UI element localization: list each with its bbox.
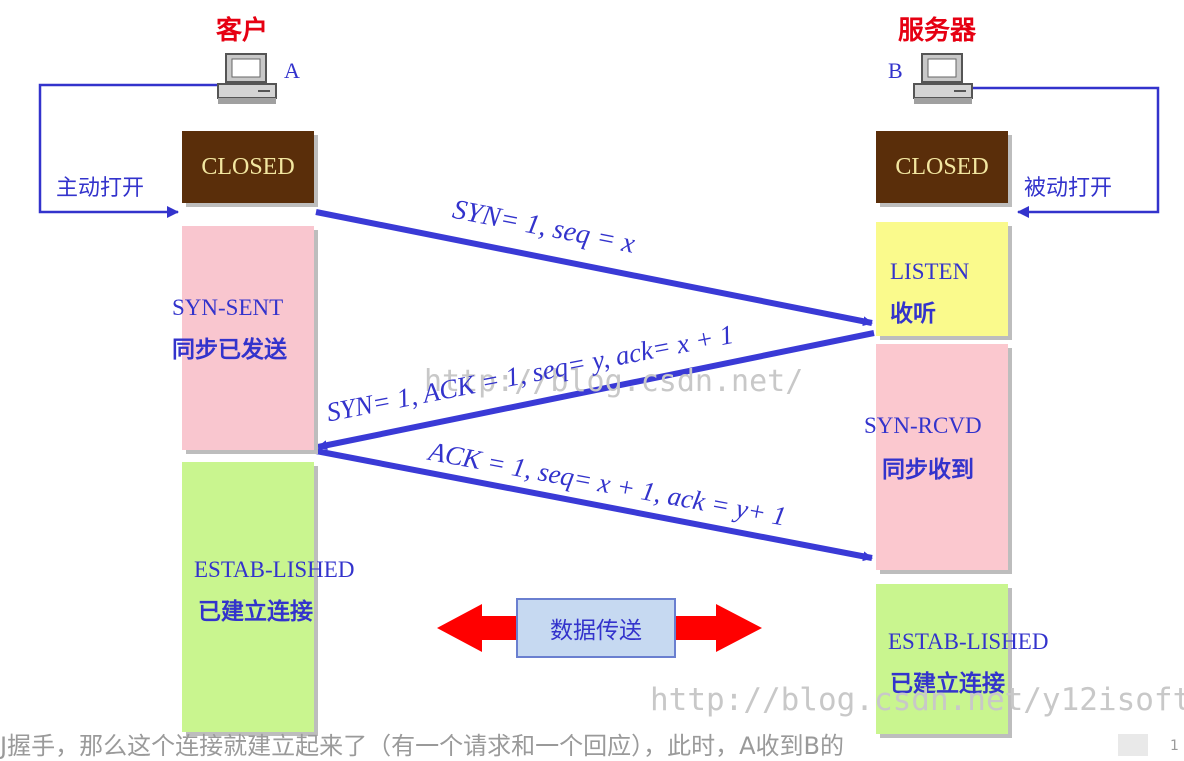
server-closed-state: CLOSED <box>876 131 1008 203</box>
client-closed-label: CLOSED <box>201 153 295 180</box>
client-title: 客户 <box>216 16 269 46</box>
server-listen-state: LISTEN 收听 <box>876 222 1008 336</box>
data-transfer-label: 数据传送 <box>550 618 642 644</box>
server-open-loop <box>972 86 1160 218</box>
client-syn-sent-state: SYN-SENT 同步已发送 <box>172 226 314 450</box>
active-open-label: 主动打开 <box>56 176 145 201</box>
bottom-caption-text: J握手，那么这个连接就建立起来了（有一个请求和一个回应），此时，A收到B的 <box>0 732 844 760</box>
server-listen-cn: 收听 <box>890 301 936 327</box>
server-closed-label: CLOSED <box>895 153 989 180</box>
server-established-state: ESTAB-LISHED 已建立连接 <box>876 584 1048 734</box>
syn-arrow <box>315 209 873 327</box>
ack-arrow <box>315 448 873 562</box>
client-established-state: ESTAB-LISHED 已建立连接 <box>182 462 354 732</box>
server-computer-icon <box>913 53 973 104</box>
server-listen-label: LISTEN <box>890 259 970 284</box>
server-syn-rcvd-state: SYN-RCVD 同步收到 <box>864 344 1008 570</box>
client-syn-sent-cn: 同步已发送 <box>172 337 287 363</box>
client-letter: A <box>284 58 300 83</box>
server-established-label: ESTAB-LISHED <box>888 629 1049 654</box>
watermark-center: http://blog.csdn.net/ <box>424 364 804 399</box>
server-syn-rcvd-label: SYN-RCVD <box>864 413 982 438</box>
passive-open-label: 被动打开 <box>1024 176 1113 201</box>
client-syn-sent-label: SYN-SENT <box>172 295 284 320</box>
server-letter: B <box>888 58 903 83</box>
bottom-gray-square <box>1118 734 1148 756</box>
client-established-label: ESTAB-LISHED <box>194 557 355 582</box>
server-established-cn: 已建立连接 <box>890 671 1005 697</box>
client-closed-state: CLOSED <box>182 131 314 203</box>
client-open-loop <box>38 83 218 218</box>
server-syn-rcvd-cn: 同步收到 <box>882 457 974 483</box>
watermark-bottom: http://blog.csdn.net/y12isoft <box>650 682 1184 718</box>
page-number: 1 <box>1170 738 1179 754</box>
data-transfer-box: 数据传送 <box>516 598 676 658</box>
server-title: 服务器 <box>898 16 977 46</box>
client-established-cn: 已建立连接 <box>198 599 313 625</box>
client-computer-icon <box>217 53 277 104</box>
syn-ack-arrow <box>317 330 875 451</box>
